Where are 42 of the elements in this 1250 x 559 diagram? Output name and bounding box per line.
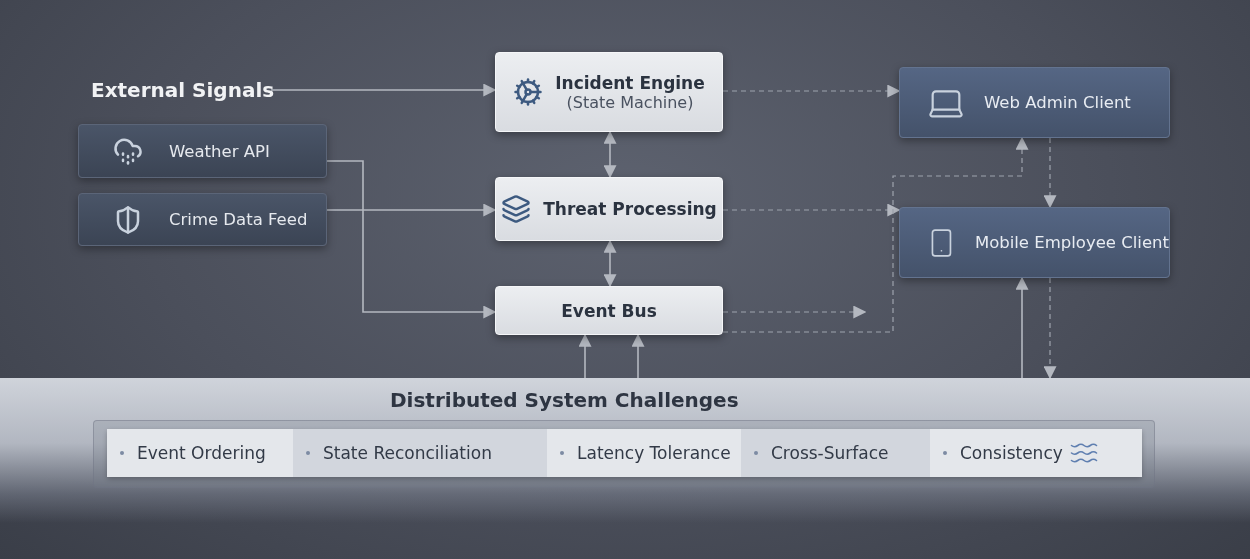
source-box xyxy=(78,193,327,246)
node-title: Incident Engine xyxy=(555,72,705,93)
client-box xyxy=(899,207,1170,278)
challenge-label: Consistency xyxy=(960,443,1063,463)
dashed-arrow xyxy=(722,305,867,319)
client-box xyxy=(899,67,1170,138)
challenges-panel xyxy=(0,378,1250,523)
source-box xyxy=(78,124,327,178)
challenge-item xyxy=(293,429,547,477)
arrow xyxy=(326,160,497,319)
dashed-arrow xyxy=(1043,137,1057,209)
arrow xyxy=(603,130,617,179)
challenge-label: Event Ordering xyxy=(137,443,266,463)
process-box xyxy=(495,177,723,241)
arrow xyxy=(1015,276,1029,379)
challenge-item xyxy=(107,429,293,477)
arrow xyxy=(326,203,497,217)
arrow xyxy=(270,83,497,97)
process-box xyxy=(495,286,723,335)
arrow xyxy=(578,333,592,379)
dashed-arrow xyxy=(722,84,901,98)
dashed-arrow xyxy=(722,136,1029,333)
challenge-item xyxy=(547,429,741,477)
arrow xyxy=(631,333,645,379)
node-subtitle: (State Machine) xyxy=(566,92,694,112)
challenge-label: State Reconciliation xyxy=(323,443,492,463)
node-title: Web Admin Client xyxy=(984,93,1131,112)
challenge-label: Cross-Surface xyxy=(771,443,889,463)
challenge-item xyxy=(741,429,930,477)
challenge-label: Latency Tolerance xyxy=(577,443,731,463)
node-title: Crime Data Feed xyxy=(169,210,308,229)
arrow xyxy=(603,239,617,288)
node-title: Event Bus xyxy=(561,300,657,321)
challenge-item xyxy=(930,429,1142,477)
node-title: Weather API xyxy=(169,141,270,161)
node-title: Threat Processing xyxy=(543,199,717,219)
process-box xyxy=(495,52,723,132)
dashed-arrow xyxy=(722,203,901,217)
dashed-arrow xyxy=(1043,277,1057,380)
section-heading: External Signals xyxy=(91,76,275,104)
panel-title: Distributed System Challenges xyxy=(390,388,739,412)
node-title: Mobile Employee Client xyxy=(974,233,1169,252)
